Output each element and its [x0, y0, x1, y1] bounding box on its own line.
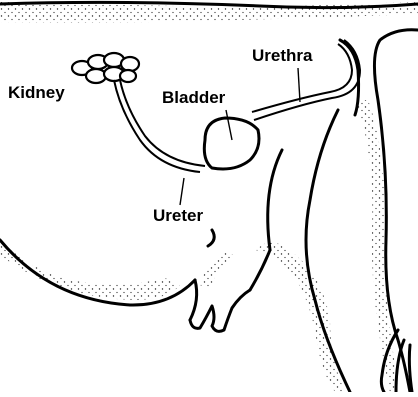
- kidney-label: Kidney: [8, 84, 65, 101]
- bladder-shape: [204, 118, 259, 169]
- ureter-label: Ureter: [153, 207, 203, 224]
- kidney-shape: [72, 53, 139, 83]
- urethra-label: Urethra: [252, 47, 312, 64]
- bladder-label: Bladder: [162, 89, 225, 106]
